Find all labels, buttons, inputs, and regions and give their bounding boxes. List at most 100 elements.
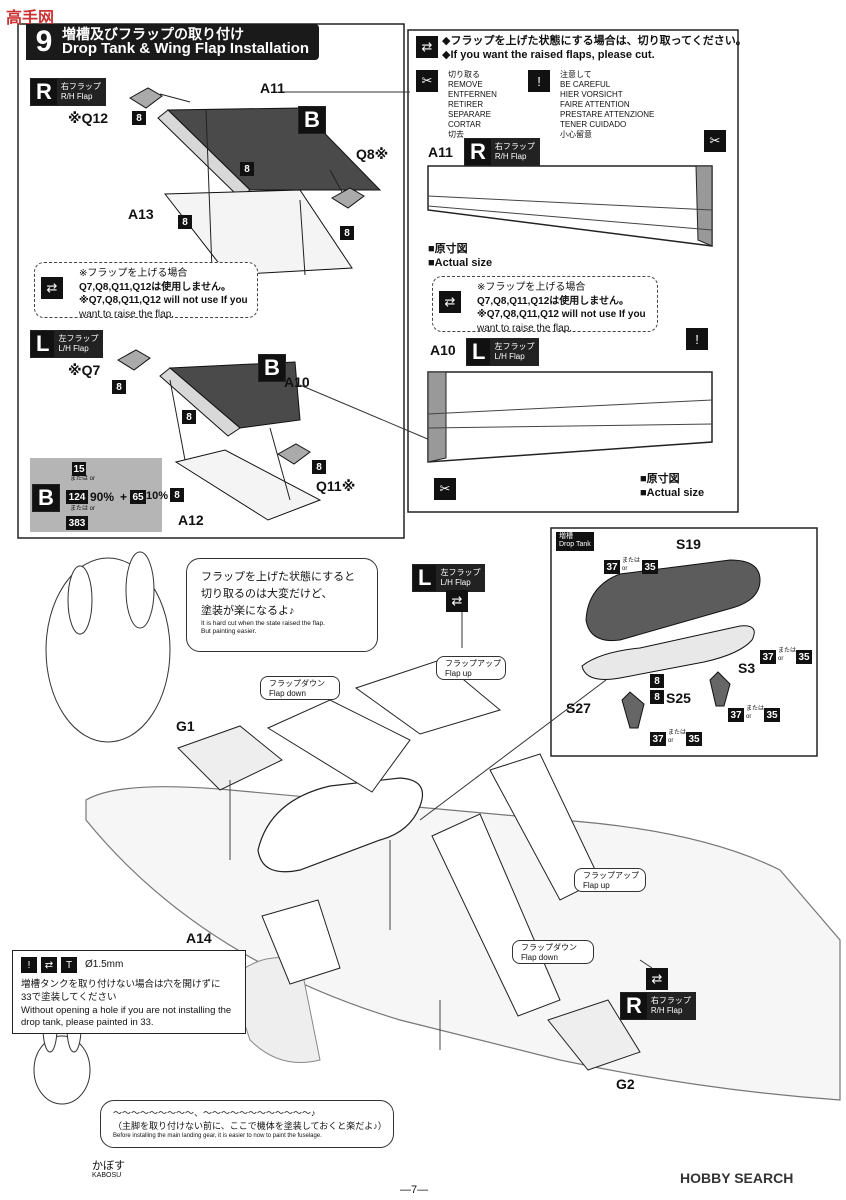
remove-icon: ✂ [416,70,438,92]
part-s3: S3 [738,660,756,676]
color-8: 8 [112,380,126,394]
notice-en1: ※Q7,Q8,Q11,Q12 will not use If you [79,295,248,306]
color-37: 37 [650,732,666,746]
lh-letter: L [472,339,486,364]
notice-jp1: ※フラップを上げる場合 [477,282,586,293]
or-jp: または [778,648,797,654]
flap-notice-left: ⇄ ※フラップを上げる場合 Q7,Q8,Q11,Q12は使用しません。 ※Q7,… [34,262,258,320]
mascot-name-en: KABOSU [92,1172,122,1180]
part-q12: ※Q12 [68,110,109,126]
rh-letter: R [36,79,52,104]
color-124: 124 [66,490,88,504]
part-a13: A13 [128,206,154,222]
lh-jp: 左フラップ [494,342,535,352]
actual-size-en: ■Actual size [640,487,705,500]
lh-en: L/H Flap [58,344,89,353]
hole-jp2: 33で塗装してください [21,991,117,1003]
drop-tank-jp: 増槽 [559,533,573,540]
cut-option-icon: ⇄ [646,968,668,990]
step-header: 9 増槽及びフラップの取り付け Drop Tank & Wing Flap In… [26,24,320,60]
color-35: 35 [764,708,780,722]
cut-option-icon: ⇄ [439,291,461,313]
or-en: or [746,713,752,720]
color-mix-label: B [38,485,54,510]
part-s25: S25 [666,690,691,706]
speech-bubble: フラップを上げた状態にすると 切り取るのは大変だけど、 塗装が楽になるよ♪ It… [186,558,378,652]
actual-size-en: ■Actual size [428,257,493,270]
page-number: —7— [400,1184,429,1196]
careful-icon: ! [686,328,708,350]
notice-en2: want to raise the flap. [79,308,175,320]
hole-note-box: ! ⇄ T Ø1.5mm 増槽タンクを取り付けない場合は穴を開けずに 33で塗装… [12,950,246,1034]
lh-letter: L [36,331,50,356]
color-8: 8 [170,488,184,502]
step-number: 9 [26,24,62,60]
notice-jp2: Q7,Q8,Q11,Q12は使用しません。 [79,281,231,293]
rh-en: R/H Flap [494,152,527,161]
bubble-line1: フラップを上げた状態にすると [201,571,356,583]
rh-en: R/H Flap [60,92,93,101]
color-8: 8 [132,111,146,125]
color-37: 37 [760,650,776,664]
color-8: 8 [182,410,196,424]
part-a12: A12 [178,512,204,528]
color-8: 8 [650,674,664,688]
pct-90: 90% [90,490,115,504]
or-en: or [668,737,674,744]
drop-tank-tag: 増槽 Drop Tank [556,532,594,551]
part-s27: S27 [566,700,591,716]
bubble-en1: It is hard cut when the state raised the… [201,620,325,628]
color-35: 35 [642,560,658,574]
color-mix-label-tag: B [32,484,60,512]
lh-jp: 左フラップ [58,334,99,344]
part-b: B [304,107,320,132]
cut-option-icon: ⇄ [41,957,57,973]
or-jp: または [746,706,765,712]
part-b-tag: B [258,354,286,382]
drill-icon: T [61,957,77,973]
notice-en1: ※Q7,Q8,Q11,Q12 will not use If you [477,309,646,320]
color-35: 35 [796,650,812,664]
or-en: or [622,565,628,572]
or-en: or [778,655,784,662]
part-b: B [264,355,280,380]
rh-en: R/H Flap [650,1006,683,1015]
actual-size-jp: ■原寸図 [640,473,680,485]
rh-letter: R [470,139,486,164]
remove-icon: ✂ [434,478,456,500]
part-a14: A14 [186,930,212,946]
or-text: または or [70,476,96,482]
color-15: 15 [72,462,86,476]
color-35: 35 [686,732,702,746]
or-jp: または [622,558,641,564]
part-a11: A11 [428,144,453,160]
watermark-text: 高手网 [6,10,55,27]
fuselage-note-bubble: ～～～～～～～～～、～～～～～～～～～～～～♪ （主脚を取り付けない前に、ここで… [100,1100,394,1148]
bubble-line3: 塗装が楽になるよ♪ [201,605,295,618]
flap-notice-right: ⇄ ※フラップを上げる場合 Q7,Q8,Q11,Q12は使用しません。 ※Q7,… [432,276,658,334]
part-a10: A10 [284,374,310,390]
color-8: 8 [178,215,192,229]
color-8: 8 [650,690,664,704]
notice-jp1: ※フラップを上げる場合 [79,268,188,279]
cut-option-en: ◆If you want the raised flaps, please cu… [442,49,655,62]
plus-sign: + [120,490,128,504]
color-65: 65 [130,490,146,504]
cut-option-icon: ⇄ [446,590,468,612]
color-37: 37 [728,708,744,722]
actual-size-jp: ■原寸図 [428,243,468,255]
part-q7: ※Q7 [68,362,101,378]
hole-size: Ø1.5mm [85,959,124,970]
lh-letter: L [418,565,432,590]
part-g1: G1 [176,718,195,734]
